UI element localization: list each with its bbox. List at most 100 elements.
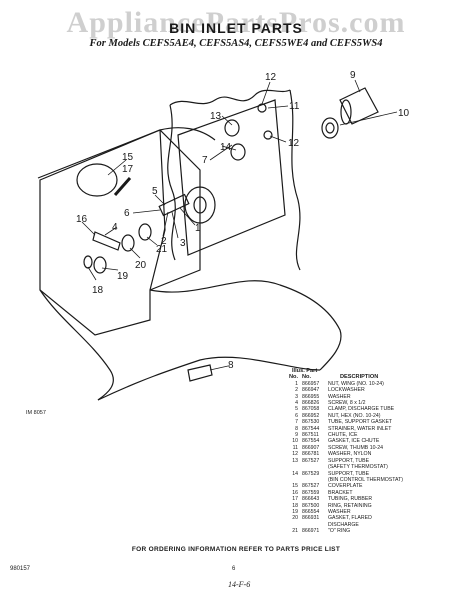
left-vertical-wave xyxy=(167,104,176,261)
callout-1: 1 xyxy=(195,223,201,234)
row-illus-no: 11 xyxy=(292,444,298,451)
row-description: "O" RING xyxy=(328,528,351,535)
row-description: STRAINER, WATER INLET xyxy=(328,425,392,432)
washer-19 xyxy=(93,256,107,274)
callout-8: 8 xyxy=(228,360,234,371)
row-illus-no: 5 xyxy=(295,406,298,413)
bin-floor-wave xyxy=(37,127,216,179)
callout-9: 9 xyxy=(350,70,356,81)
row-description: WASHER xyxy=(328,393,351,400)
row-description: RING, RETAINING xyxy=(328,502,372,509)
parts-list-header: No. No. DESCRIPTION xyxy=(286,374,466,380)
row-part-no: 867500 xyxy=(302,502,320,509)
rear-panel-wave xyxy=(169,89,291,106)
row-illus-no: 3 xyxy=(295,393,298,400)
bracket xyxy=(92,231,121,251)
row-description: CLAMP, DISCHARGE TUBE xyxy=(328,406,395,413)
row-illus-no: 21 xyxy=(292,528,298,535)
row-description: DISCHARGE xyxy=(328,521,359,528)
callout-19: 19 xyxy=(117,271,129,282)
row-description: (SAFETY THERMOSTAT) xyxy=(328,464,388,471)
row-part-no: 867544 xyxy=(302,425,320,432)
row-illus-no: 17 xyxy=(292,496,298,503)
row-part-no: 866554 xyxy=(302,508,320,515)
right-panel-wave xyxy=(289,89,301,271)
row-part-no: 866643 xyxy=(302,496,320,503)
table-row: 21 866971 "O" RING xyxy=(286,528,466,534)
row-description: WASHER, NYLON xyxy=(328,451,372,458)
callout-11: 11 xyxy=(289,101,300,112)
row-illus-no: 1 xyxy=(295,380,298,387)
row-part-no: 866781 xyxy=(302,451,320,458)
table-row: 17 866643 TUBING, RUBBER xyxy=(286,496,466,502)
row-illus-no: 19 xyxy=(292,508,298,515)
callout-15: 15 xyxy=(122,152,134,163)
row-part-no: 867530 xyxy=(302,419,320,426)
row-part-no: 866971 xyxy=(302,528,320,535)
document-number: 980157 xyxy=(10,566,31,572)
o-ring xyxy=(138,223,152,241)
chute-gasket-inner xyxy=(325,122,335,134)
ordering-note: FOR ORDERING INFORMATION REFER TO PARTS … xyxy=(131,546,341,553)
row-description: NUT, WING (NO. 10-24) xyxy=(328,380,384,387)
page-number: 6 xyxy=(232,566,236,572)
table-row: DISCHARGE xyxy=(286,522,466,528)
table-row: 3 866955 WASHER xyxy=(286,394,466,400)
tube-support-13 xyxy=(224,119,240,137)
clamp xyxy=(158,193,190,217)
row-description: GASKET, ICE CHUTE xyxy=(328,438,380,445)
callout-17: 17 xyxy=(122,164,134,175)
row-illus-no: 7 xyxy=(295,419,298,426)
row-description: BRACKET xyxy=(328,489,353,496)
table-row: 12 866781 WASHER, NYLON xyxy=(286,451,466,457)
row-illus-no: 13 xyxy=(292,457,298,464)
ice-chute-tube xyxy=(339,87,379,125)
callout-12-mid: 12 xyxy=(288,138,300,149)
flared-gasket xyxy=(121,234,135,252)
row-illus-no: 18 xyxy=(292,502,298,509)
row-part-no: 866957 xyxy=(302,380,320,387)
callout-13: 13 xyxy=(210,111,222,122)
callout-20: 20 xyxy=(135,260,147,271)
rubber-tubing xyxy=(113,177,132,196)
callout-7: 7 xyxy=(202,155,208,166)
tube-support-14 xyxy=(230,143,246,161)
row-illus-no: 2 xyxy=(295,387,298,394)
parts-list-header-top: Illus. Part xyxy=(292,368,318,374)
row-description: SUPPORT, TUBE xyxy=(328,470,370,477)
handwritten-note: 14-F-6 xyxy=(228,580,251,589)
row-description: NUT, HEX (NO. 10-24) xyxy=(328,412,381,419)
row-part-no: 867527 xyxy=(302,483,320,490)
row-description: COVERPLATE xyxy=(328,483,363,490)
inlet-plate xyxy=(177,99,286,256)
row-part-no: 866955 xyxy=(302,393,320,400)
row-part-no: 866931 xyxy=(302,515,320,522)
row-description: (BIN CONTROL THERMOSTAT) xyxy=(328,476,404,483)
callout-5: 5 xyxy=(152,186,158,197)
col-description: DESCRIPTION xyxy=(340,374,379,381)
callout-14: 14 xyxy=(220,142,232,153)
table-row: (SAFETY THERMOSTAT) xyxy=(286,464,466,470)
table-row: (BIN CONTROL THERMOSTAT) xyxy=(286,477,466,483)
bin-outline xyxy=(39,129,201,336)
row-description: TUBING, RUBBER xyxy=(328,496,373,503)
row-illus-no: 12 xyxy=(292,451,298,458)
callout-3: 3 xyxy=(180,238,186,249)
callout-4: 4 xyxy=(112,222,118,233)
row-part-no: 866947 xyxy=(302,387,320,394)
thumb-screw-lower xyxy=(263,130,273,140)
coverplate xyxy=(76,163,118,197)
row-illus-no: 20 xyxy=(292,515,298,522)
page-subtitle: For Models CEFS5AE4, CEFS5AS4, CEFS5WE4 … xyxy=(89,38,383,49)
